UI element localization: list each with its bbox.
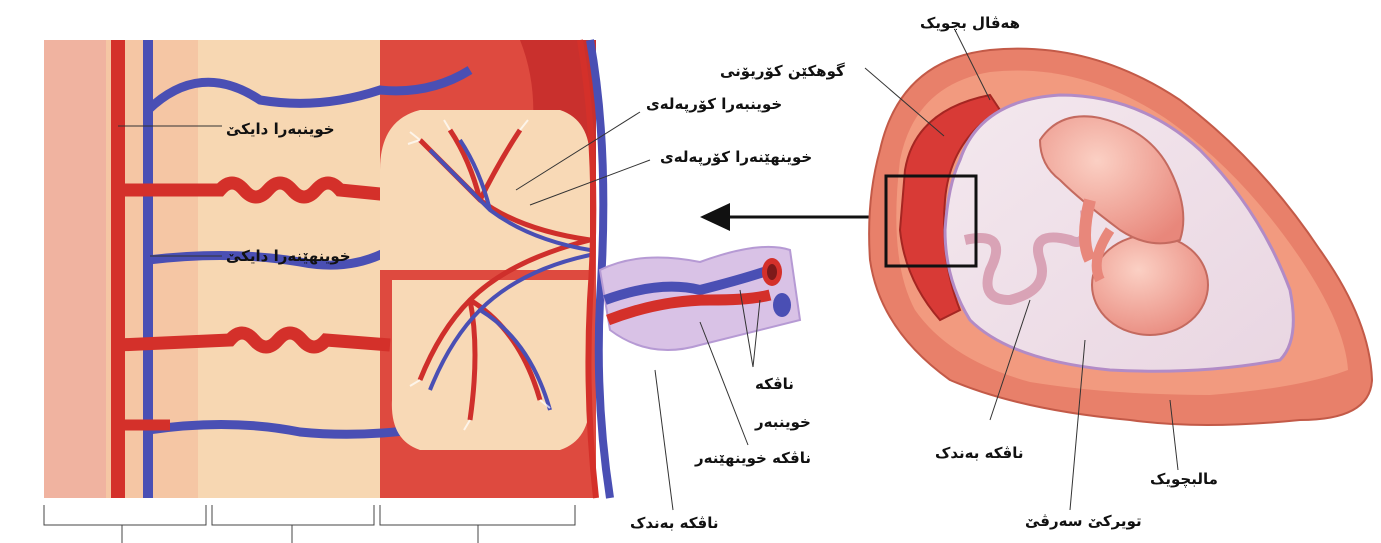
fetal-artery-label: خوینبەرا کۆرپەلەی [646,95,782,113]
umbilical-cord-left [600,247,800,350]
umbilical-arteries-label-2: خوینبەر [755,413,811,431]
chorionic-villi-label: گوهکێن کۆریۆنی [720,62,845,80]
layer-brackets [44,505,575,543]
uterus-label: مالبچویک [1150,470,1218,488]
umbilical-vein-label: ناڤکە خوینهێنەر [695,449,811,467]
amniotic-membrane-label: تویرکێ سەرڤێ [1025,512,1142,530]
uterine-wall-label: هەڤال بچویک [920,14,1020,32]
uterus-illustration [869,49,1372,425]
zoom-arrow [700,203,884,231]
umbilical-arteries-label-1: ناڤکە [755,375,794,393]
umbilical-cord-left-label: ناڤکە بەندک [630,514,719,532]
fetal-vein-label: خوینهێنەرا کۆرپەلەی [660,148,812,166]
maternal-artery-label: خوینبەرا دایکێ [226,120,335,138]
umbilical-cord-right-label: ناڤکە بەندک [935,444,1024,462]
villi-tree [380,110,590,450]
maternal-vein-label: خوینهێنەرا دایکێ [226,247,351,265]
